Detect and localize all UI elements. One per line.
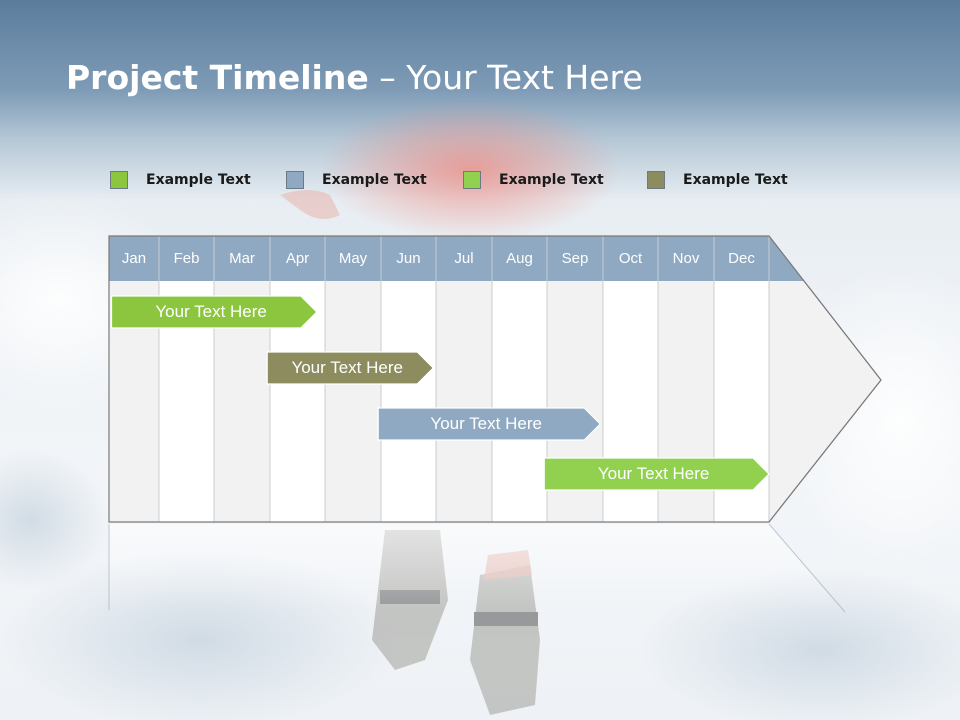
month-header-cell (547, 236, 603, 281)
task-bar-label-4: Your Text Here (597, 464, 710, 483)
slide-title: Project Timeline – Your Text Here (66, 58, 643, 97)
month-label-may: May (338, 250, 368, 267)
legend-swatch-4 (647, 171, 665, 189)
month-column (381, 281, 436, 522)
month-header-cell (603, 236, 658, 281)
month-column (492, 281, 547, 522)
month-header-cell (714, 236, 769, 281)
task-bar-1 (110, 295, 318, 329)
month-label-nov: Nov (672, 250, 700, 267)
task-bar-3 (377, 407, 602, 441)
title-rest: – Your Text Here (368, 58, 643, 97)
month-header-cell (381, 236, 436, 281)
month-header-cell (436, 236, 492, 281)
legend-label-4: Example Text (683, 172, 788, 188)
month-label-sep: Sep (561, 250, 589, 267)
month-label-mar: Mar (229, 250, 255, 267)
month-label-jan: Jan (121, 250, 147, 267)
legend-label-2: Example Text (322, 172, 427, 188)
month-header-cell (658, 236, 714, 281)
task-bar-label-2: Your Text Here (291, 358, 403, 377)
legend-item-2: Example Text (286, 170, 427, 190)
timeline-outline (108, 235, 882, 523)
task-bar-2 (266, 351, 435, 385)
month-header-cell (325, 236, 381, 281)
month-label-jun: Jun (396, 250, 421, 267)
month-header-cell (159, 236, 214, 281)
month-label-oct: Oct (618, 250, 643, 267)
chart-reflection (109, 524, 845, 610)
legend-item-3: Example Text (463, 170, 604, 190)
month-label-aug: Aug (506, 250, 533, 267)
reflection-edge-right (768, 523, 846, 613)
legend-label-1: Example Text (146, 172, 251, 188)
legend-item-4: Example Text (647, 170, 788, 190)
legend-swatch-1 (110, 171, 128, 189)
month-header-cell (492, 236, 547, 281)
task-bar-4 (543, 457, 770, 491)
legend-swatch-3 (463, 171, 481, 189)
month-label-apr: Apr (285, 250, 310, 267)
month-column (436, 281, 492, 522)
title-bold: Project Timeline (66, 58, 369, 97)
legend-swatch-2 (286, 171, 304, 189)
task-bar-label-3: Your Text Here (430, 414, 542, 433)
legend-label-3: Example Text (499, 172, 604, 188)
month-header-cell (270, 236, 325, 281)
month-label-jul: Jul (454, 250, 474, 267)
month-header-cell (109, 236, 159, 281)
month-column (325, 281, 381, 522)
month-label-feb: Feb (173, 250, 200, 267)
task-bar-label-1: Your Text Here (155, 302, 267, 321)
legend-item-1: Example Text (110, 170, 251, 190)
month-header-cell (214, 236, 270, 281)
month-label-dec: Dec (728, 250, 755, 267)
